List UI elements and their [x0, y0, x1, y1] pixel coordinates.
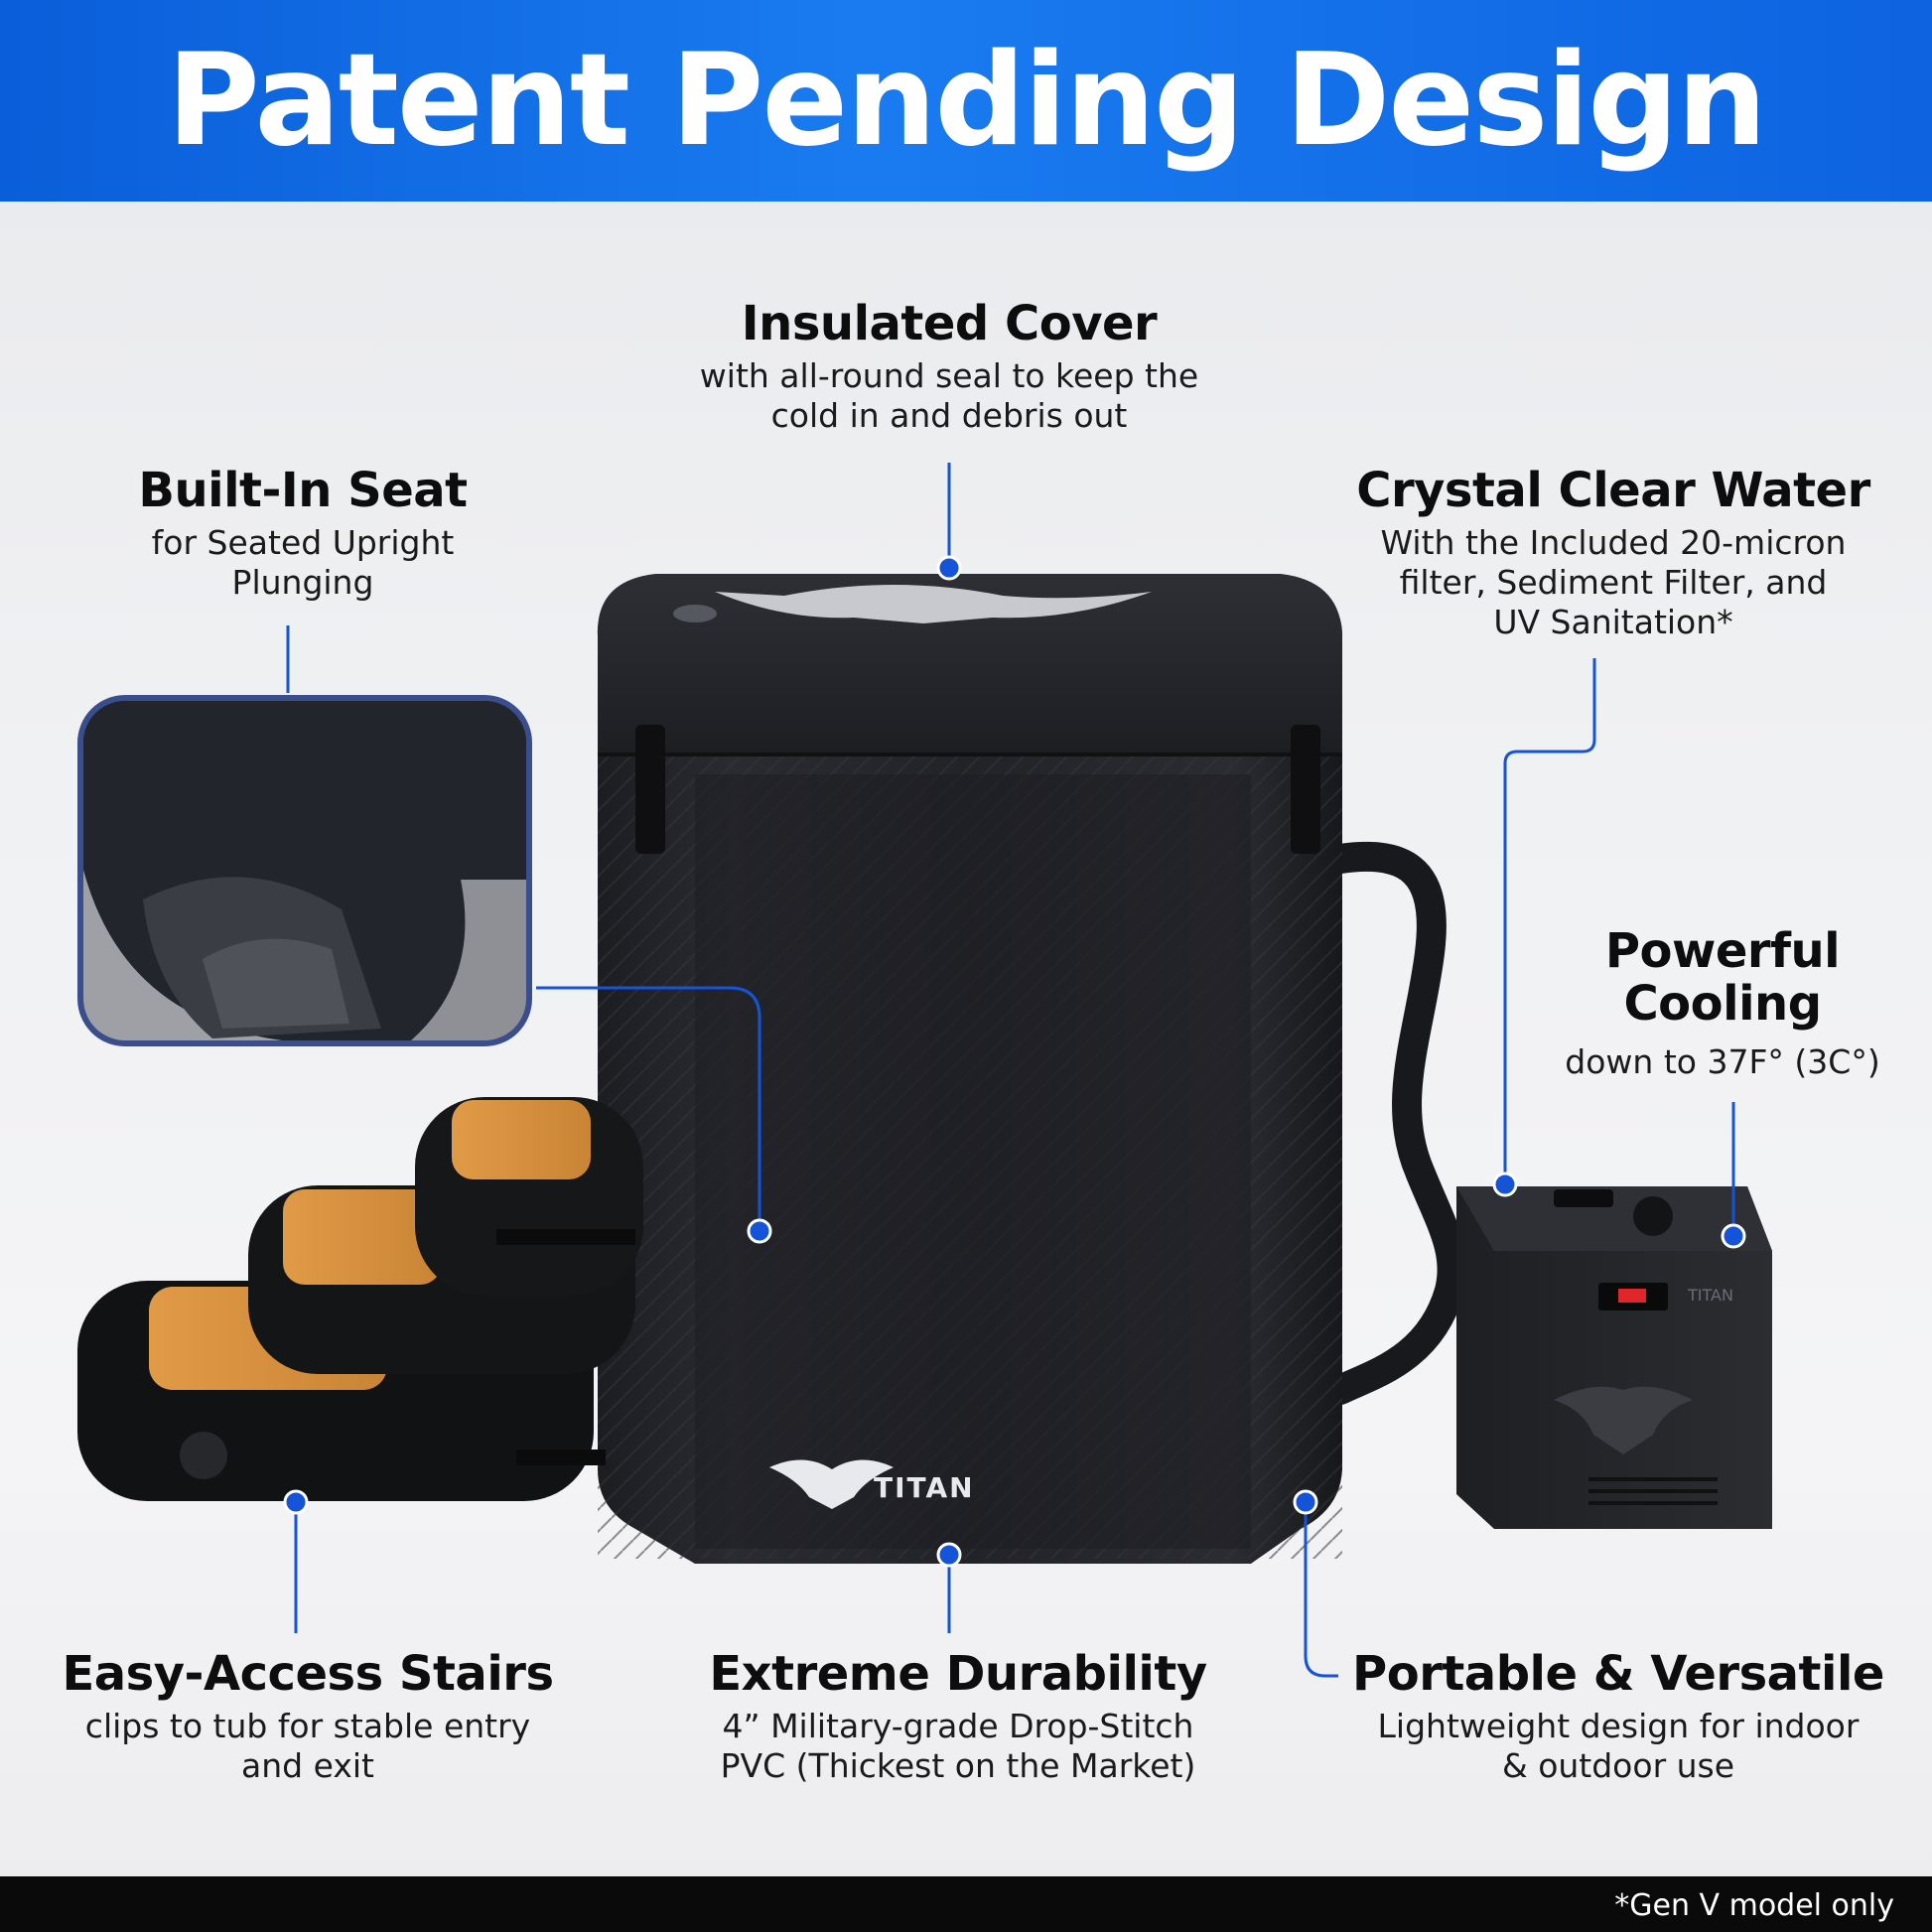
footer-bar: *Gen V model only — [0, 1876, 1932, 1932]
right-buckle — [1291, 725, 1320, 854]
chiller-hose — [1325, 841, 1467, 1405]
dot-cover — [936, 555, 962, 581]
callout-powerful-cooling: Powerful Cooling down to 37F° (3C°) — [1549, 925, 1896, 1082]
chiller-unit: TITAN — [1456, 1186, 1772, 1529]
callout-easy-access-stairs: Easy-Access Stairs clips to tub for stab… — [40, 1648, 576, 1786]
dot-stairs — [283, 1489, 309, 1515]
callout-title: Crystal Clear Water — [1356, 463, 1870, 518]
chiller-logo-icon — [1554, 1386, 1693, 1454]
dot-seat — [747, 1218, 772, 1244]
dot-water — [1492, 1172, 1518, 1197]
leader-lines — [283, 463, 1746, 1678]
callout-desc-line: down to 37F° (3C°) — [1565, 1041, 1880, 1081]
callout-built-in-seat: Built-In Seat for Seated Upright Plungin… — [79, 465, 526, 603]
titan-logo-icon — [769, 1459, 894, 1509]
product-illustration: TITAN TITAN — [77, 574, 1772, 1564]
callout-title: Insulated Cover — [741, 296, 1158, 351]
lid-port — [673, 605, 717, 622]
callout-desc-line: UV Sanitation* — [1493, 603, 1733, 642]
callout-crystal-clear-water: Crystal Clear Water With the Included 20… — [1330, 465, 1896, 643]
callout-title-line: Powerful — [1604, 923, 1841, 979]
left-buckle — [635, 725, 665, 854]
callout-desc-line: cold in and debris out — [770, 396, 1128, 436]
easy-access-stairs — [77, 1097, 643, 1501]
callout-desc-line: With the Included 20-micron — [1380, 522, 1847, 562]
footnote: *Gen V model only — [1614, 1888, 1894, 1923]
header-banner: Patent Pending Design — [0, 0, 1932, 202]
lid-logo-icon — [715, 585, 1152, 623]
callout-desc-line: 4” Military-grade Drop-Stitch — [722, 1706, 1194, 1745]
callout-title: Built-In Seat — [138, 463, 468, 518]
callout-title: Extreme Durability — [709, 1646, 1207, 1702]
callout-desc-line: Lightweight design for indoor — [1377, 1706, 1860, 1745]
tub-lid — [597, 574, 1342, 755]
callout-desc-line: PVC (Thickest on the Market) — [720, 1746, 1196, 1786]
dot-portable — [1293, 1489, 1318, 1515]
callout-desc-line: Plunging — [231, 563, 374, 603]
callout-desc-line: with all-round seal to keep the — [699, 355, 1199, 395]
callout-portable-versatile: Portable & Versatile Lightweight design … — [1330, 1648, 1906, 1786]
callout-desc-line: clips to tub for stable entry — [84, 1706, 531, 1745]
callout-title: Portable & Versatile — [1352, 1646, 1884, 1702]
callout-insulated-cover: Insulated Cover with all-round seal to k… — [602, 298, 1297, 436]
seat-inset-photo — [77, 695, 532, 1046]
callout-desc-line: & outdoor use — [1501, 1746, 1735, 1786]
dot-durability — [936, 1542, 962, 1568]
page-title: Patent Pending Design — [166, 26, 1767, 175]
seat-inset-illustration — [83, 701, 526, 1040]
chiller-logo-text: TITAN — [1687, 1286, 1733, 1305]
callout-desc-line: and exit — [241, 1746, 374, 1786]
callout-desc-line: for Seated Upright — [151, 522, 455, 562]
callout-title: Easy-Access Stairs — [62, 1646, 554, 1702]
callout-extreme-durability: Extreme Durability 4” Military-grade Dro… — [675, 1648, 1241, 1786]
callout-title-line: Cooling — [1623, 975, 1822, 1032]
tub-logo: TITAN — [769, 1459, 975, 1509]
callout-desc-line: filter, Sediment Filter, and — [1399, 563, 1828, 603]
tub-logo-text: TITAN — [874, 1471, 975, 1504]
dot-cooling — [1721, 1223, 1746, 1249]
